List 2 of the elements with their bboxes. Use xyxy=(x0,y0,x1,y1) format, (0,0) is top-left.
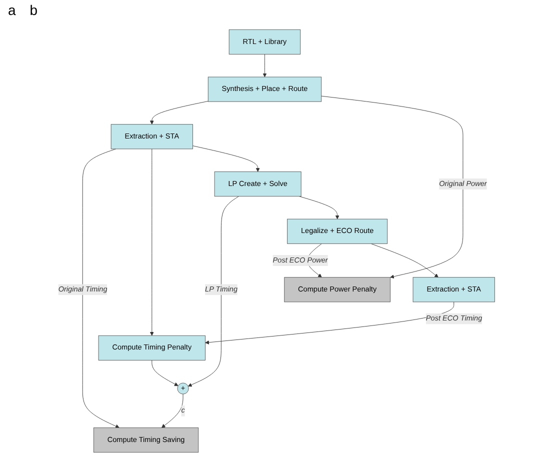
note-label: b xyxy=(30,2,38,20)
note-label: a xyxy=(8,2,16,20)
